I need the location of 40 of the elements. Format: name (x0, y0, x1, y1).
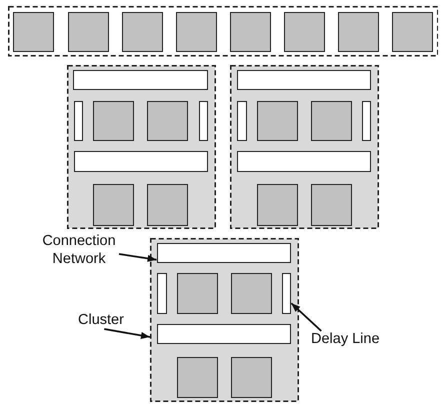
processing-block (338, 12, 378, 52)
cluster-frame (150, 238, 299, 402)
connection-network-bar (157, 324, 292, 344)
delay-line-bar (282, 273, 292, 314)
processing-block (230, 12, 271, 52)
processing-block (176, 356, 218, 398)
processing-block (122, 12, 163, 52)
processing-block (256, 184, 298, 226)
processing-block (68, 12, 108, 52)
processing-block (256, 100, 298, 142)
processing-block (230, 273, 272, 314)
callout-label: Connection Network (39, 233, 119, 268)
leader-line (104, 328, 150, 339)
processing-block (310, 184, 352, 226)
processing-block (310, 100, 352, 142)
delay-line-bar (362, 100, 372, 142)
connection-network-bar (74, 151, 208, 172)
processing-block (13, 12, 54, 52)
connection-network-bar (73, 70, 208, 90)
leader-line (290, 302, 322, 332)
delay-line-bar (157, 273, 167, 314)
dashed-frame (8, 6, 438, 56)
connection-network-bar (237, 151, 372, 172)
cluster-frame (66, 65, 216, 229)
processing-block (230, 356, 272, 398)
processing-block (284, 12, 324, 52)
processing-block (147, 100, 188, 142)
leader-line (118, 253, 157, 262)
processing-block (392, 12, 432, 52)
processing-block (93, 100, 134, 142)
delay-line-bar (237, 100, 247, 142)
processing-block (176, 12, 217, 52)
connection-network-bar (236, 70, 371, 90)
processing-block (147, 184, 188, 226)
processing-block (93, 184, 134, 226)
connection-network-bar (156, 242, 291, 263)
processing-block (176, 273, 218, 314)
cluster-frame (230, 65, 379, 229)
callout-label: Delay Line (311, 331, 380, 348)
callout-label: Cluster (78, 312, 124, 329)
